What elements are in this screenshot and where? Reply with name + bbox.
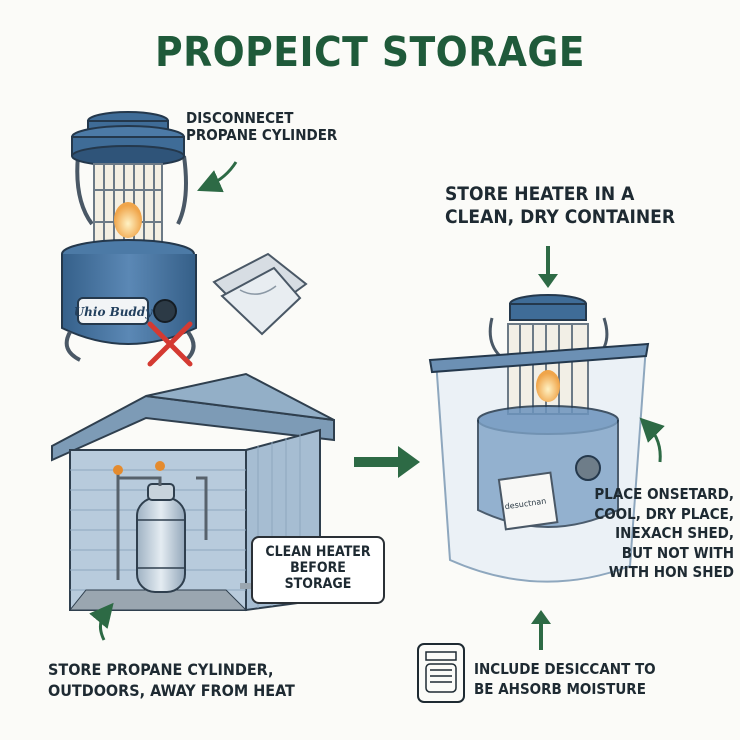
store-propane-label: STORE PROPANE CYLINDER, OUTDOORS, AWAY F… [48,660,295,700]
arrow-icon [89,602,114,641]
arrow-icon [531,610,551,624]
place-label: PLACE ONSETARD, COOL, DRY PLACE, INEXACH… [594,485,734,581]
heater-brand-label: Uhio Buddy [74,305,154,319]
arrow-icon [197,161,238,193]
portable-heater: Uhio Buddy [61,111,197,362]
store-container-label: STORE HEATER IN A CLEAN, DRY CONTAINER [445,183,676,228]
arrow-icon [398,446,420,478]
clean-heater-callout: CLEAN HEATER BEFORE STORAGE [251,536,385,604]
page-title: PROPEICT STORAGE [154,28,586,76]
cleaning-cloth [212,252,308,336]
arrow-icon [538,274,558,288]
storage-container: desuctnan [428,294,650,583]
include-desiccant-label: INCLUDE DESICCANT TO BE AHSORB MOISTURE [474,660,656,698]
disconnect-propane-label: DISCONNECET PROPANE CYLINDER [186,109,338,145]
arrow-icon [639,417,665,463]
dehumidifier-icon [417,643,465,703]
cross-mark-icon [147,321,193,367]
